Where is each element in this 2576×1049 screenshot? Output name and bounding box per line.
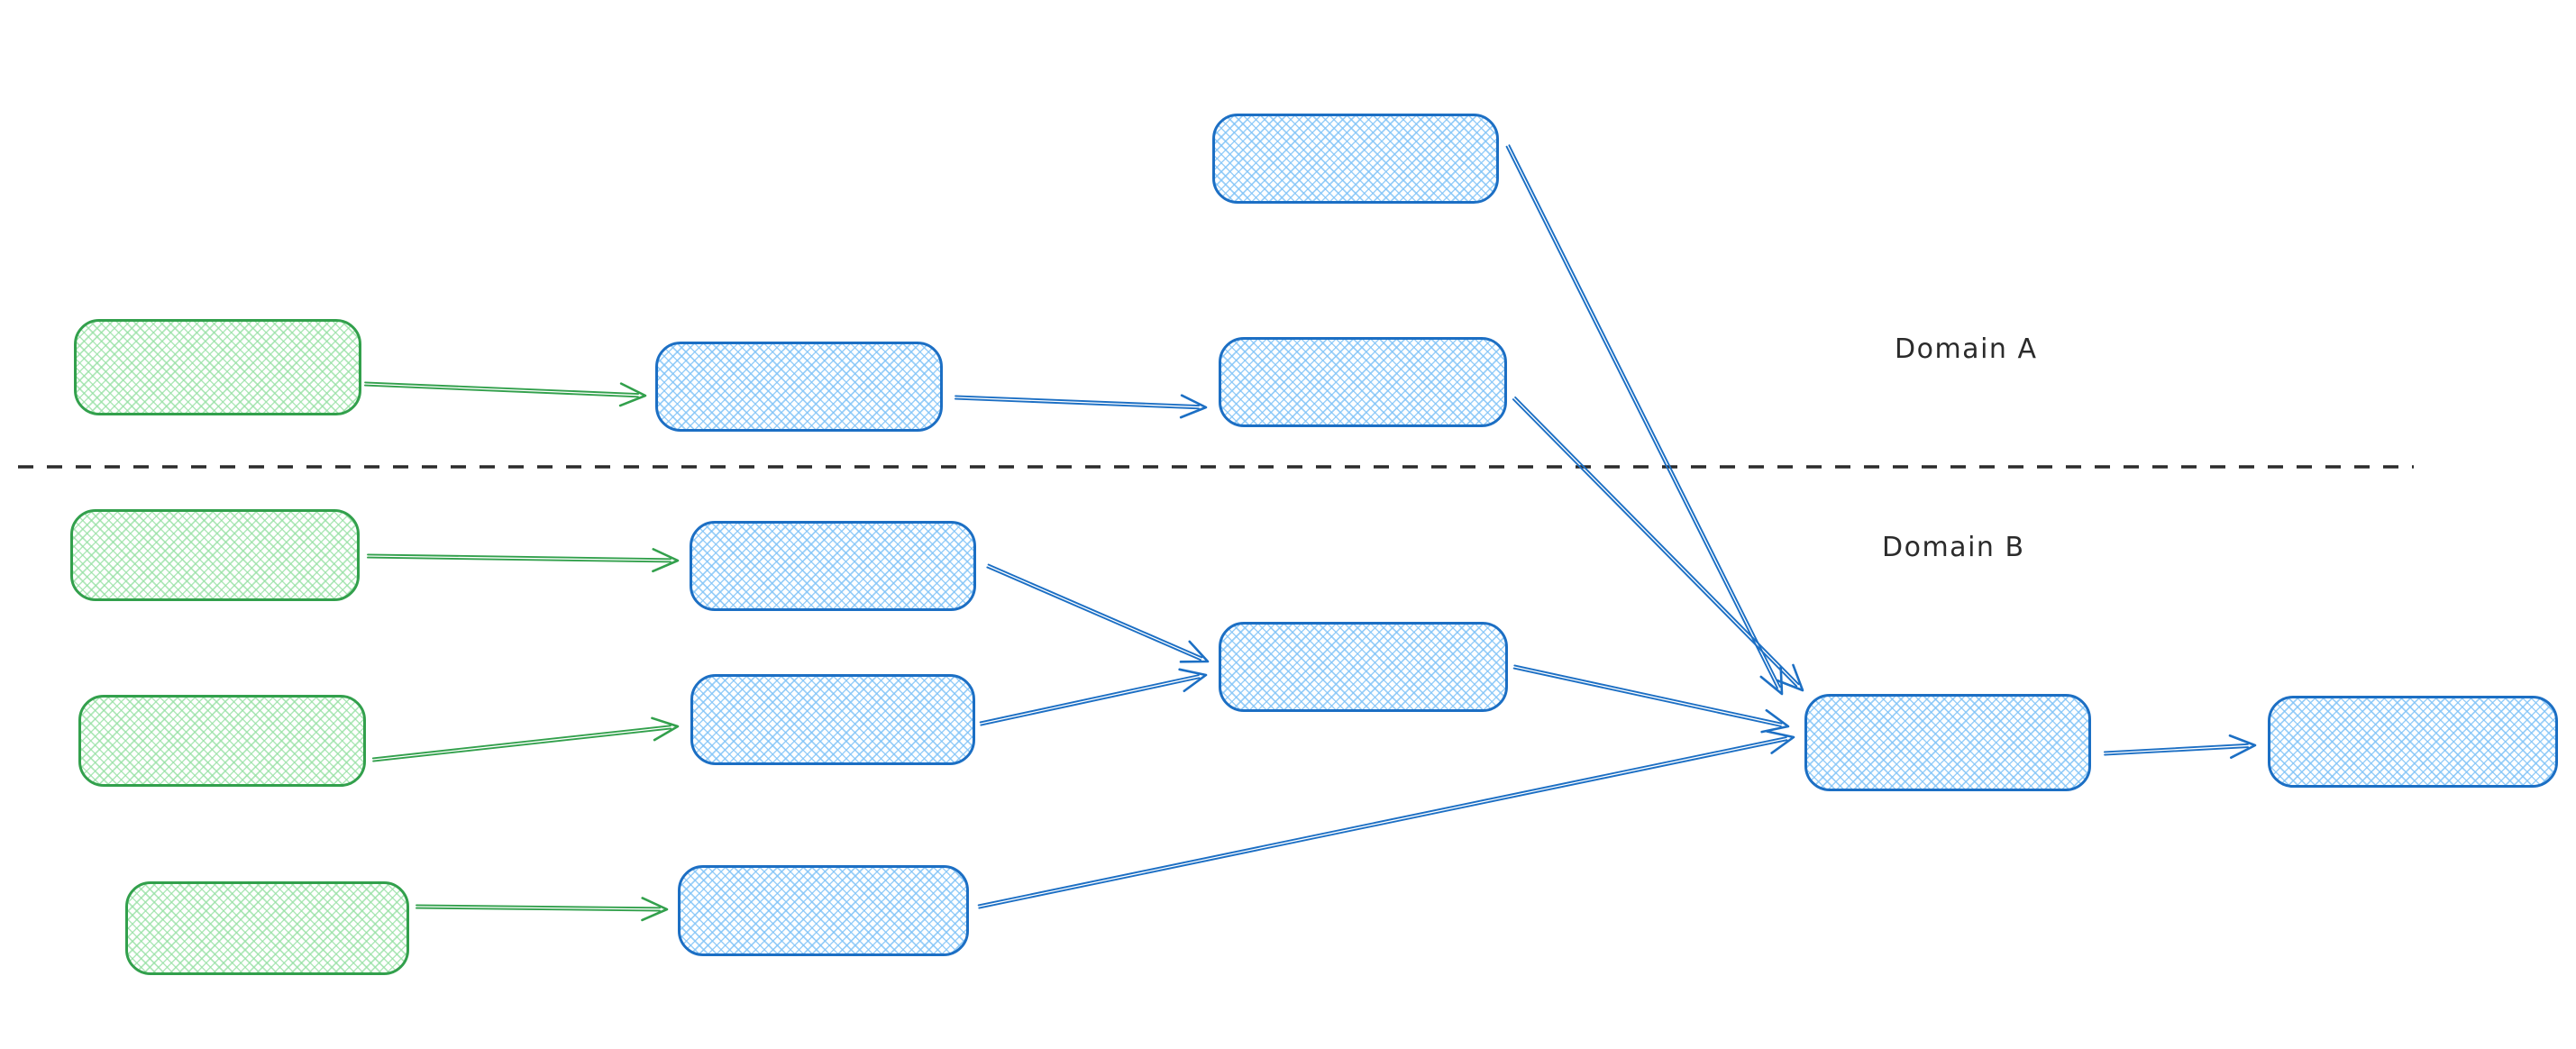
arrow-green-b1-to-b1: [367, 548, 680, 573]
arrow-green-a-to-a1: [363, 381, 647, 407]
box-green-b1: [70, 509, 360, 601]
arrow-a1-to-a2: [954, 394, 1208, 419]
arrow-b3-to-hub: [977, 730, 1795, 909]
box-blue-output: [2268, 696, 2558, 788]
arrow-hub-to-output: [2103, 734, 2257, 759]
box-green-a: [74, 319, 361, 415]
box-green-b3: [125, 881, 409, 975]
arrow-green-b2-to-b2: [371, 716, 680, 762]
arrow-b2-to-merge: [979, 668, 1208, 726]
box-blue-b2: [690, 674, 975, 765]
box-blue-hub: [1804, 694, 2091, 791]
arrow-a2-to-hub: [1512, 396, 1804, 692]
box-green-b2: [78, 695, 366, 787]
box-blue-b1: [690, 521, 976, 611]
box-blue-merge: [1219, 622, 1508, 712]
arrow-b1-to-merge: [986, 563, 1210, 663]
box-blue-b3: [678, 865, 969, 956]
arrow-top-to-hub: [1505, 144, 1784, 696]
domain-a-label: Domain A: [1895, 333, 2038, 365]
domain-b-label: Domain B: [1882, 532, 2025, 563]
arrow-merge-to-hub: [1512, 664, 1790, 734]
arrow-green-b3-to-b3: [416, 897, 669, 922]
box-blue-a1: [655, 342, 943, 432]
box-top-blue: [1212, 114, 1499, 204]
box-blue-a2: [1219, 337, 1507, 427]
